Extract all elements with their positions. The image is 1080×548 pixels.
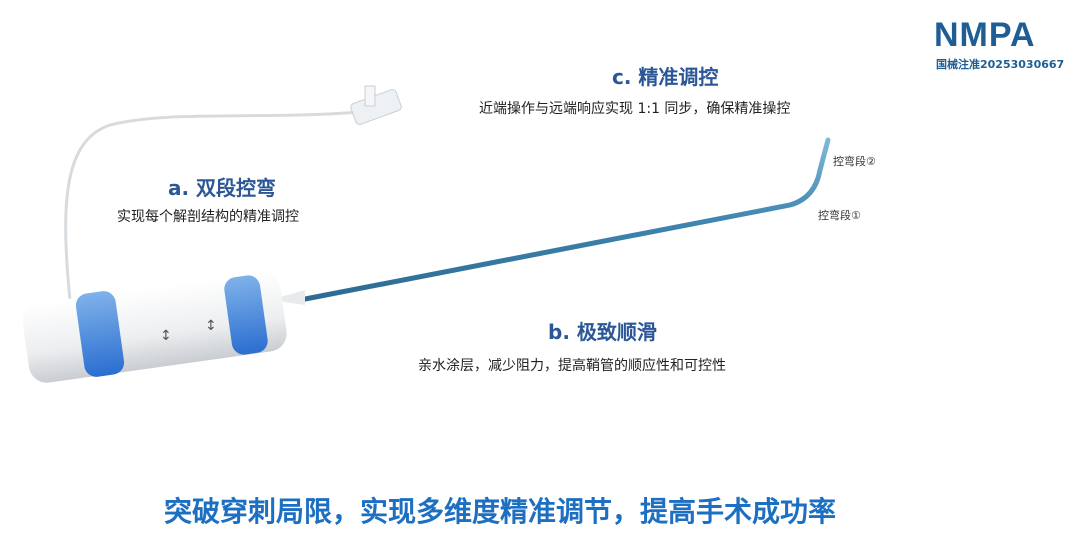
slogan: 突破穿刺局限，实现多维度精准调节，提高手术成功率	[163, 495, 836, 528]
feature-a-title: a. 双段控弯	[168, 176, 277, 200]
registration-number: 国械注准20253030667	[936, 58, 1065, 71]
side-tube	[64, 110, 361, 301]
segment-label-1: 控弯段①	[818, 209, 861, 222]
arrow-mark-icon: ↕	[160, 328, 172, 344]
control-knob-2	[224, 275, 268, 355]
feature-b-desc: 亲水涂层，减少阻力，提高鞘管的顺应性和可控性	[418, 358, 726, 374]
control-knob-1	[75, 291, 125, 377]
feature-b-title: b. 极致顺滑	[548, 320, 657, 344]
feature-c-title: c. 精准调控	[612, 65, 719, 89]
feature-c-desc: 近端操作与远端响应实现 1:1 同步，确保精准操控	[479, 101, 791, 117]
segment-label-2: 控弯段②	[833, 155, 876, 168]
arrow-mark-icon: ↕	[205, 318, 217, 334]
stopcock-icon	[350, 85, 402, 125]
nmpa-logo: NMPA	[934, 16, 1036, 54]
feature-a-desc: 实现每个解剖结构的精准调控	[117, 209, 299, 225]
sheath-shaft	[297, 137, 831, 303]
